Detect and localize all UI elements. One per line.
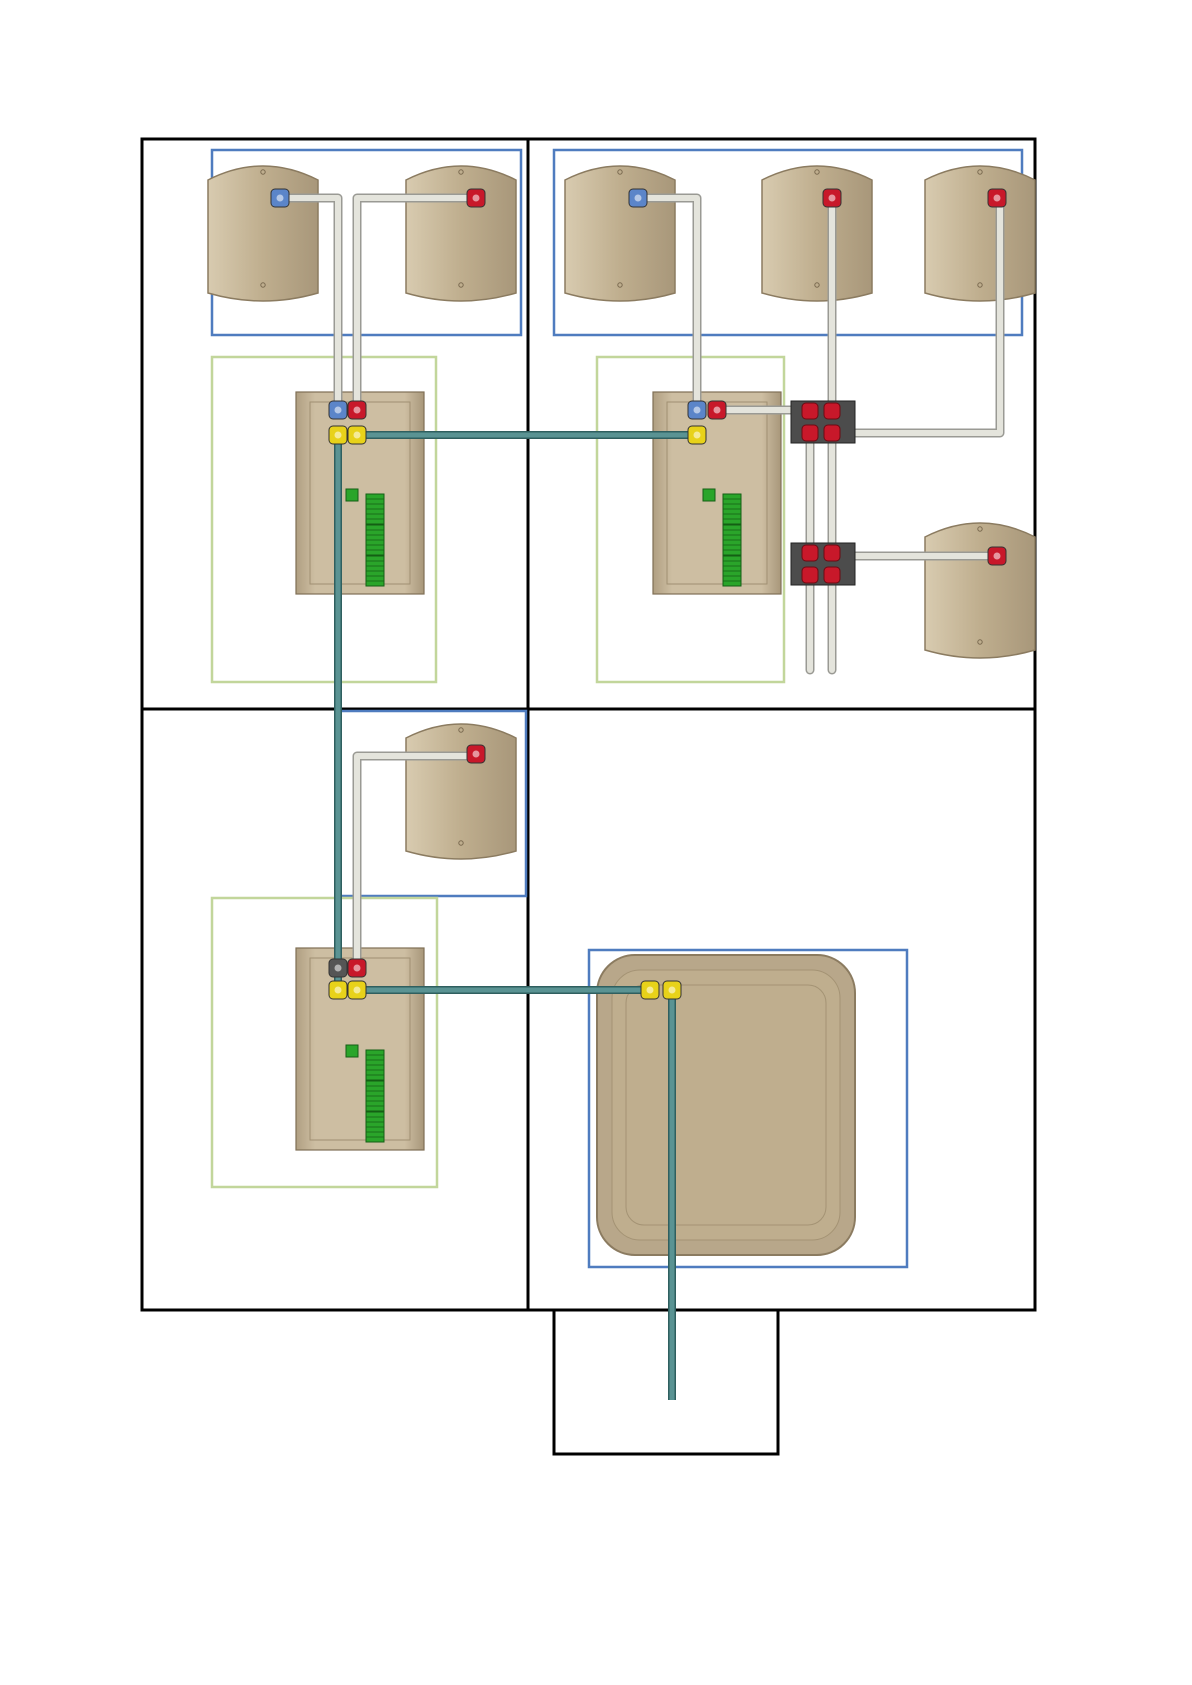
controller-unit-icon — [296, 392, 424, 594]
wall-receiver-icon — [925, 166, 1035, 301]
controller-unit-icon — [296, 948, 424, 1150]
controller-2-bus-hole — [694, 432, 701, 439]
controller-3-bus-in-hole — [335, 987, 342, 994]
receiver-body — [565, 166, 675, 301]
controller-2-port-blue-hole — [694, 407, 701, 414]
controller-1-port-blue-hole — [335, 407, 342, 414]
controller-2 — [653, 392, 781, 594]
receiver-body — [406, 166, 516, 301]
junction-block-icon — [791, 401, 855, 443]
controller-1 — [296, 392, 424, 594]
controller-1-bus-out-hole — [354, 432, 361, 439]
junction-port — [802, 425, 818, 441]
junction-port — [824, 403, 840, 419]
master-panel-inner — [612, 970, 840, 1240]
receiver-body — [925, 523, 1035, 658]
wall-receiver-icon — [406, 724, 516, 859]
receiver-port-2-hole — [473, 195, 480, 202]
panels-layer — [597, 955, 855, 1255]
receiver-body — [208, 166, 318, 301]
receiver-port-5-hole — [994, 195, 1001, 202]
controller-1-port-red-hole — [354, 407, 361, 414]
receiver-body — [406, 724, 516, 859]
receiver-port-3-hole — [635, 195, 642, 202]
controller-3-port-a-hole — [335, 965, 342, 972]
room-outside — [554, 1310, 778, 1454]
junction-port — [802, 567, 818, 583]
receiver-port-7-hole — [473, 751, 480, 758]
wall-receiver-icon — [565, 166, 675, 301]
master-panel-bus-in-hole — [647, 987, 654, 994]
wall-receiver-icon — [762, 166, 872, 301]
wall-receiver-icon — [925, 523, 1035, 658]
master-panel-icon — [597, 955, 855, 1255]
receiver-body — [925, 166, 1035, 301]
receiver-port-1-hole — [277, 195, 284, 202]
controller-1-bus-in-hole — [335, 432, 342, 439]
junctions-layer — [791, 401, 855, 585]
controller-3-bus-out-hole — [354, 987, 361, 994]
wall-receiver-icon — [208, 166, 318, 301]
junction-block-icon — [791, 543, 855, 585]
junction-2 — [791, 543, 855, 585]
controller-unit-icon — [653, 392, 781, 594]
receiver-body — [762, 166, 872, 301]
junction-port — [824, 545, 840, 561]
junction-port — [802, 403, 818, 419]
junction-port — [802, 545, 818, 561]
controller-3 — [296, 948, 424, 1150]
controller-2-port-red-hole — [714, 407, 721, 414]
junction-1 — [791, 401, 855, 443]
master-panel-bus-out-hole — [669, 987, 676, 994]
terminal-small — [346, 1045, 358, 1057]
junction-port — [824, 567, 840, 583]
controller-3-port-red-hole — [354, 965, 361, 972]
receiver-port-6-hole — [994, 553, 1001, 560]
wall-receiver-icon — [406, 166, 516, 301]
terminal-small — [703, 489, 715, 501]
junction-port — [824, 425, 840, 441]
receiver-port-4-hole — [829, 195, 836, 202]
terminal-small — [346, 489, 358, 501]
